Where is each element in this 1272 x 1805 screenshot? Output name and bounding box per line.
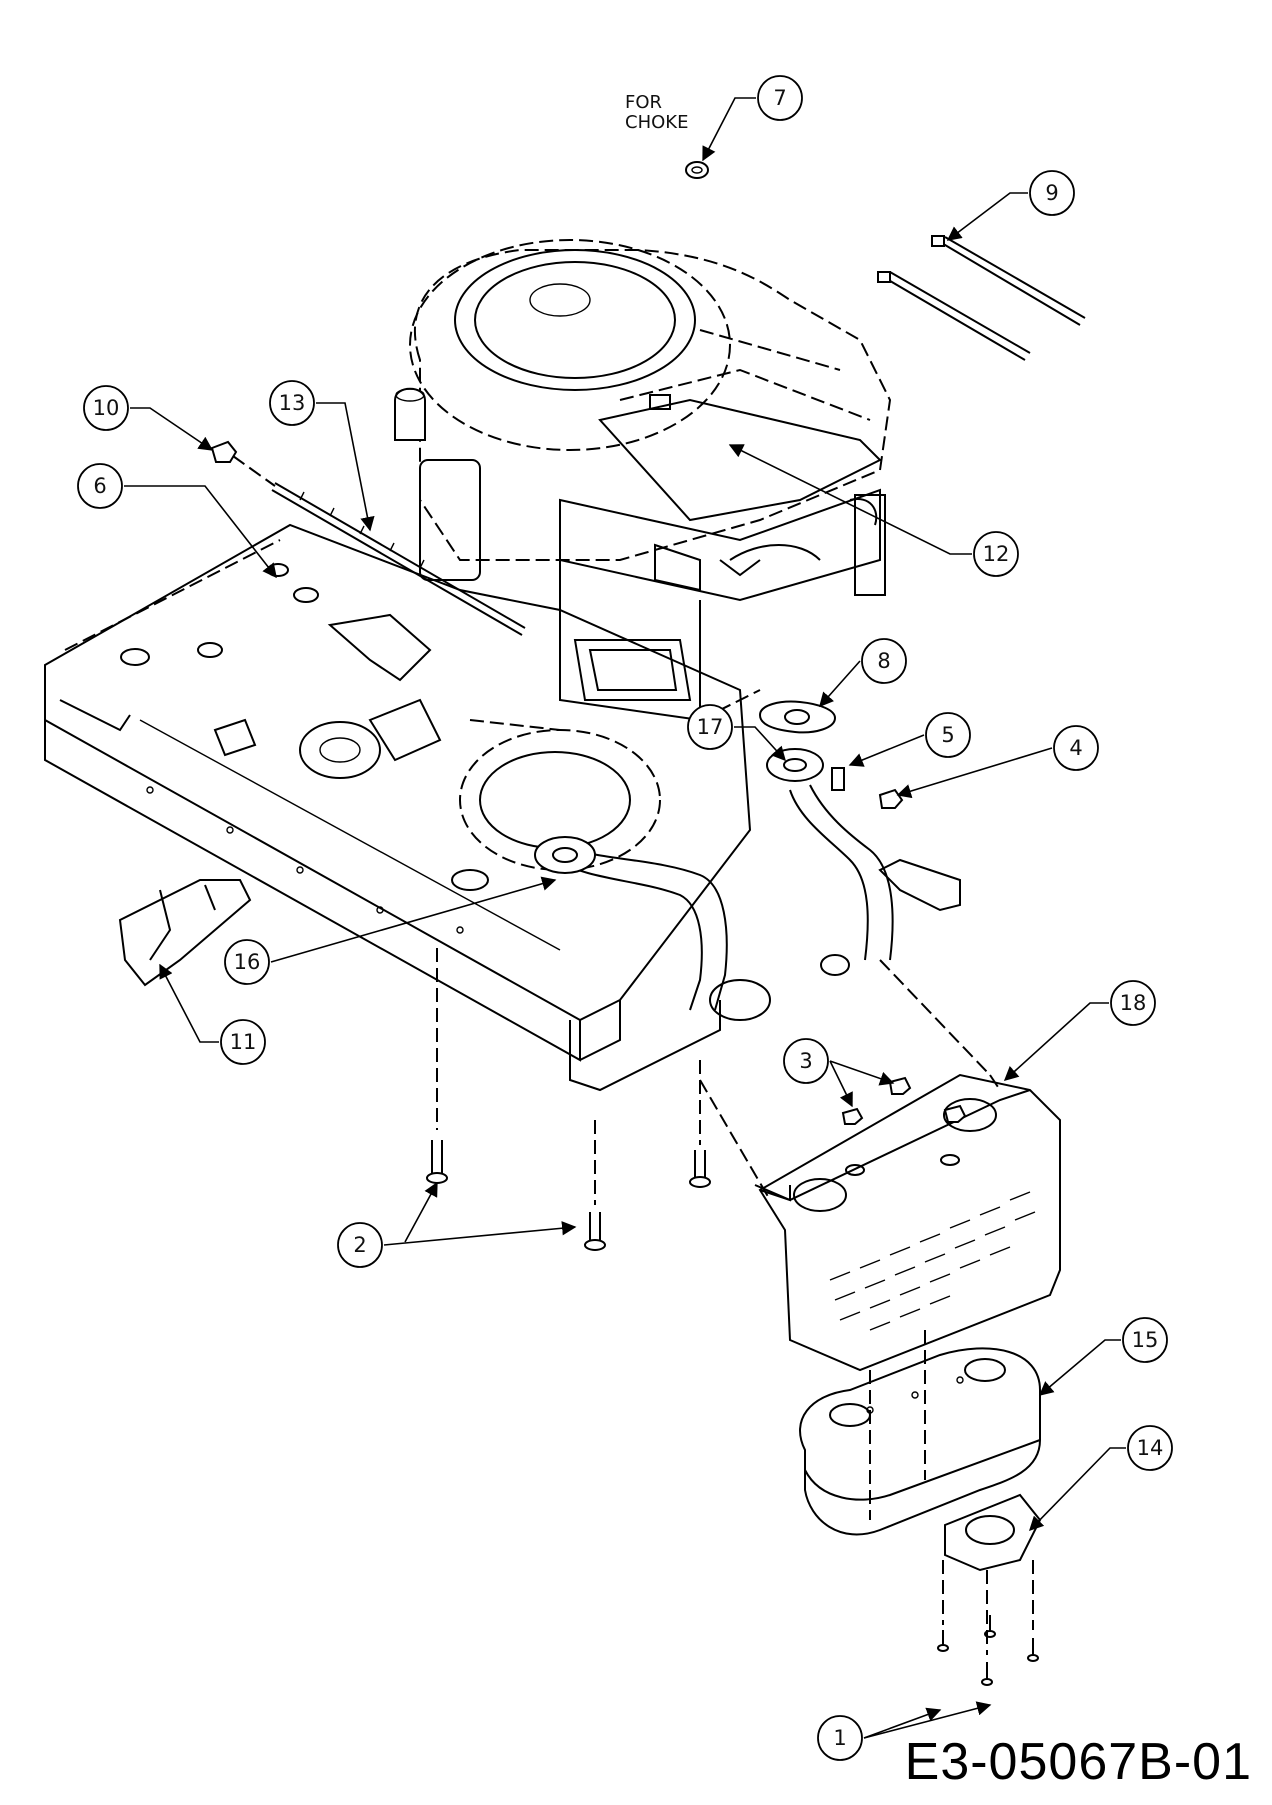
assembly-lines (232, 455, 1034, 1655)
callout-circle (687, 704, 733, 750)
callout-circle (1110, 980, 1156, 1026)
callout-6: 6 (77, 463, 277, 579)
muffler-guard (754, 1073, 1061, 1372)
callout-number: 1 (833, 1726, 846, 1750)
callout-number: 9 (1045, 181, 1058, 205)
callout-circle (861, 638, 907, 684)
callout-number: 6 (93, 474, 106, 498)
callout-number: 14 (1137, 1436, 1164, 1460)
callout-13: 13 (269, 380, 375, 532)
screws-1 (937, 1615, 1039, 1686)
nut-10 (210, 440, 238, 463)
callout-leader (946, 192, 1028, 241)
document-number: E3-05067B-01 (904, 1733, 1252, 1791)
callout-number: 13 (279, 391, 306, 415)
gasket-8 (758, 700, 837, 734)
callout-15: 15 (1038, 1317, 1168, 1396)
callout-number: 11 (230, 1030, 257, 1054)
callout-leader (124, 485, 277, 579)
callout-number: 12 (983, 542, 1010, 566)
callout-number: 10 (93, 396, 120, 420)
callout-leader (896, 747, 1053, 799)
callout-circle (925, 712, 971, 758)
callout-number: 7 (773, 86, 786, 110)
callout-circle (973, 531, 1019, 577)
callout-number: 8 (877, 649, 890, 673)
nut-7 (685, 161, 709, 179)
callout-11: 11 (159, 963, 266, 1065)
callout-number: 15 (1132, 1328, 1159, 1352)
callout-circle (1127, 1425, 1173, 1471)
engine (394, 239, 892, 731)
callout-leader (702, 97, 756, 162)
callout-circle (783, 1038, 829, 1084)
callout-8: 8 (819, 638, 907, 708)
callout-10: 10 (83, 385, 214, 451)
callout-circle (757, 75, 803, 121)
callout-circle (224, 939, 270, 985)
callout-16: 16 (224, 876, 557, 985)
callout-leader (383, 1221, 577, 1246)
callout-number: 3 (799, 1049, 812, 1073)
callout-leader (1003, 1002, 1109, 1081)
callout-number: 2 (353, 1233, 366, 1257)
callout-leader (316, 402, 375, 532)
callout-circle (1122, 1317, 1168, 1363)
note-choke-line2: CHOKE (625, 112, 688, 133)
callout-circle (1053, 725, 1099, 771)
callout-circle (77, 463, 123, 509)
callout-leader (159, 963, 219, 1043)
callout-circle (1029, 170, 1075, 216)
callout-leader (848, 734, 925, 767)
callout-7: 7 (702, 75, 803, 162)
callout-leader (863, 1707, 942, 1739)
callout-number: 18 (1120, 991, 1147, 1015)
callout-circle (220, 1019, 266, 1065)
bolts-2 (426, 1140, 711, 1251)
callout-leader (734, 726, 786, 762)
callout-number: 5 (941, 723, 954, 747)
callout-leader (1038, 1339, 1121, 1396)
deflector (944, 1493, 1042, 1572)
callout-leader (829, 1060, 895, 1086)
callout-leader (404, 1181, 438, 1243)
heat-shield (118, 879, 252, 987)
callout-leader (728, 444, 972, 555)
callout-number: 16 (234, 950, 261, 974)
callout-circle (269, 380, 315, 426)
callout-17: 17 (687, 704, 786, 762)
callout-circle (83, 385, 129, 431)
callout-number: 17 (697, 715, 724, 739)
callout-leader (270, 876, 557, 963)
studs-3-4-5 (831, 767, 967, 1125)
callout-leader (829, 1060, 853, 1108)
callout-12: 12 (728, 444, 1019, 577)
callout-14: 14 (1028, 1425, 1173, 1532)
note-for-line1: FOR (625, 92, 662, 113)
callout-3: 3 (783, 1038, 895, 1108)
callout-leader (1028, 1447, 1126, 1532)
callout-number: 4 (1069, 736, 1082, 760)
callout-leader (863, 1701, 992, 1739)
callout-4: 4 (896, 725, 1099, 799)
callout-18: 18 (1003, 980, 1156, 1081)
callout-leader (819, 660, 861, 708)
callout-9: 9 (946, 170, 1075, 241)
callout-2: 2 (337, 1181, 577, 1268)
callout-1: 1 (817, 1701, 992, 1761)
callout-leader (130, 407, 214, 451)
callout-5: 5 (848, 712, 971, 767)
callout-circle (337, 1222, 383, 1268)
cable-ties (877, 235, 1086, 361)
frame (44, 523, 961, 1092)
callout-circle (817, 1715, 863, 1761)
